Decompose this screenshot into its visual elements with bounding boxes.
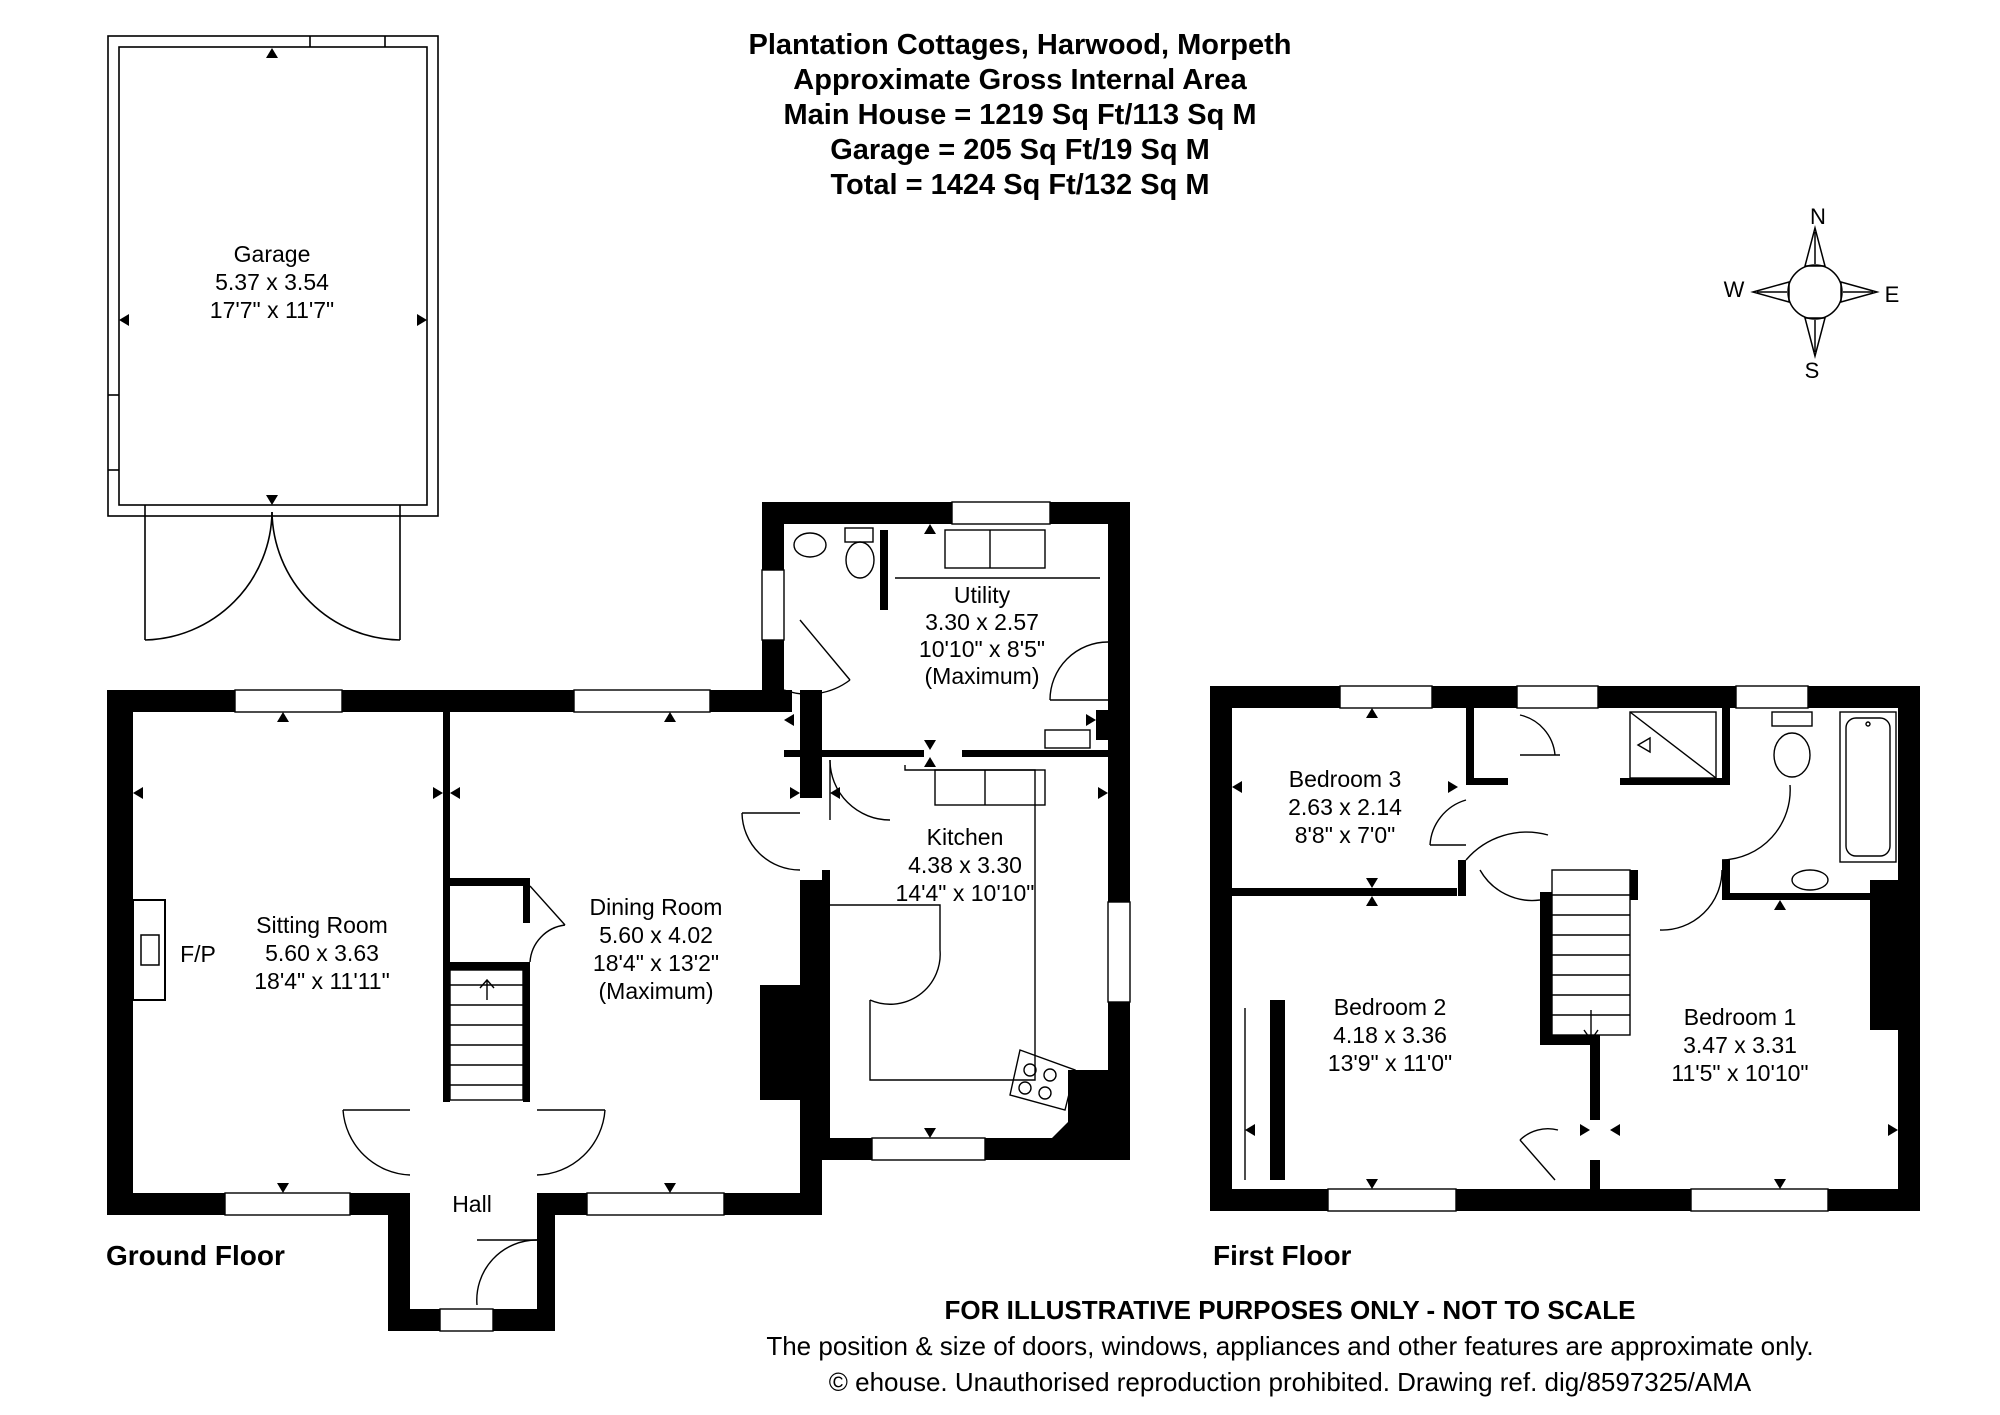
- bedroom-2-metric: 4.18 x 3.36: [1333, 1022, 1447, 1048]
- first-floor-windows: [1327, 685, 1829, 1212]
- compass-s: S: [1805, 358, 1820, 383]
- title-address: Plantation Cottages, Harwood, Morpeth: [748, 29, 1292, 61]
- dining-room-label: Dining Room: [590, 894, 723, 920]
- dining-room-metric: 5.60 x 4.02: [599, 922, 713, 948]
- compass-letters: N S E W: [1724, 204, 1900, 383]
- bedroom-3-imperial: 8'8" x 7'0": [1295, 822, 1396, 848]
- compass-rose: [1750, 225, 1880, 359]
- ground-floor-doors: [342, 527, 1109, 1306]
- compass-e: E: [1885, 282, 1900, 307]
- disclaimer-heading: FOR ILLUSTRATIVE PURPOSES ONLY - NOT TO …: [944, 1295, 1636, 1325]
- garage-label: Garage: [234, 241, 311, 267]
- sitting-room-metric: 5.60 x 3.63: [265, 940, 379, 966]
- ground-floor-walls: [107, 502, 1130, 1331]
- kitchen-label: Kitchen: [927, 824, 1004, 850]
- ground-floor-label: Ground Floor: [106, 1240, 285, 1271]
- garage-metric: 5.37 x 3.54: [215, 269, 329, 295]
- dimension-markers: [119, 48, 1898, 1193]
- first-floor-fixtures: [1244, 711, 1897, 1181]
- fireplace-label: F/P: [180, 941, 216, 967]
- first-floor-walls: [1210, 686, 1920, 1211]
- compass-n: N: [1810, 204, 1826, 229]
- compass-w: W: [1724, 277, 1745, 302]
- title-total-area: Total = 1424 Sq Ft/132 Sq M: [830, 169, 1210, 201]
- disclaimer-text: The position & size of doors, windows, a…: [766, 1331, 1814, 1361]
- bedroom-1-label: Bedroom 1: [1684, 1004, 1797, 1030]
- bedroom-1-imperial: 11'5" x 10'10": [1671, 1060, 1808, 1086]
- title-area-heading: Approximate Gross Internal Area: [793, 64, 1247, 96]
- bedroom-2-imperial: 13'9" x 11'0": [1328, 1050, 1452, 1076]
- kitchen-imperial: 14'4" x 10'10": [896, 880, 1035, 906]
- bedroom-3-label: Bedroom 3: [1289, 766, 1402, 792]
- copyright-text: © ehouse. Unauthorised reproduction proh…: [828, 1367, 1752, 1397]
- hall-label: Hall: [452, 1191, 492, 1217]
- utility-metric: 3.30 x 2.57: [925, 609, 1039, 635]
- bedroom-2-label: Bedroom 2: [1334, 994, 1447, 1020]
- sitting-room-label: Sitting Room: [256, 912, 388, 938]
- garage-imperial: 17'7" x 11'7": [210, 297, 334, 323]
- bedroom-3-metric: 2.63 x 2.14: [1288, 794, 1402, 820]
- utility-label: Utility: [954, 582, 1011, 608]
- utility-imperial: 10'10" x 8'5": [919, 636, 1045, 662]
- utility-note: (Maximum): [925, 663, 1040, 689]
- dining-room-imperial: 18'4" x 13'2": [593, 950, 719, 976]
- room-labels: Garage 5.37 x 3.54 17'7" x 11'7" Utility…: [180, 241, 1809, 1217]
- garage-structure: [107, 35, 439, 641]
- sitting-room-imperial: 18'4" x 11'11": [254, 968, 390, 994]
- first-floor-label: First Floor: [1213, 1240, 1352, 1271]
- bedroom-1-metric: 3.47 x 3.31: [1683, 1032, 1797, 1058]
- kitchen-metric: 4.38 x 3.30: [908, 852, 1022, 878]
- dining-room-note: (Maximum): [599, 978, 714, 1004]
- title-garage-area: Garage = 205 Sq Ft/19 Sq M: [830, 134, 1210, 166]
- ground-floor-windows: [224, 501, 1131, 1332]
- title-main-house-area: Main House = 1219 Sq Ft/113 Sq M: [783, 99, 1257, 131]
- title-block: Plantation Cottages, Harwood, Morpeth Ap…: [520, 28, 1520, 203]
- disclaimer-block: FOR ILLUSTRATIVE PURPOSES ONLY - NOT TO …: [640, 1292, 1940, 1400]
